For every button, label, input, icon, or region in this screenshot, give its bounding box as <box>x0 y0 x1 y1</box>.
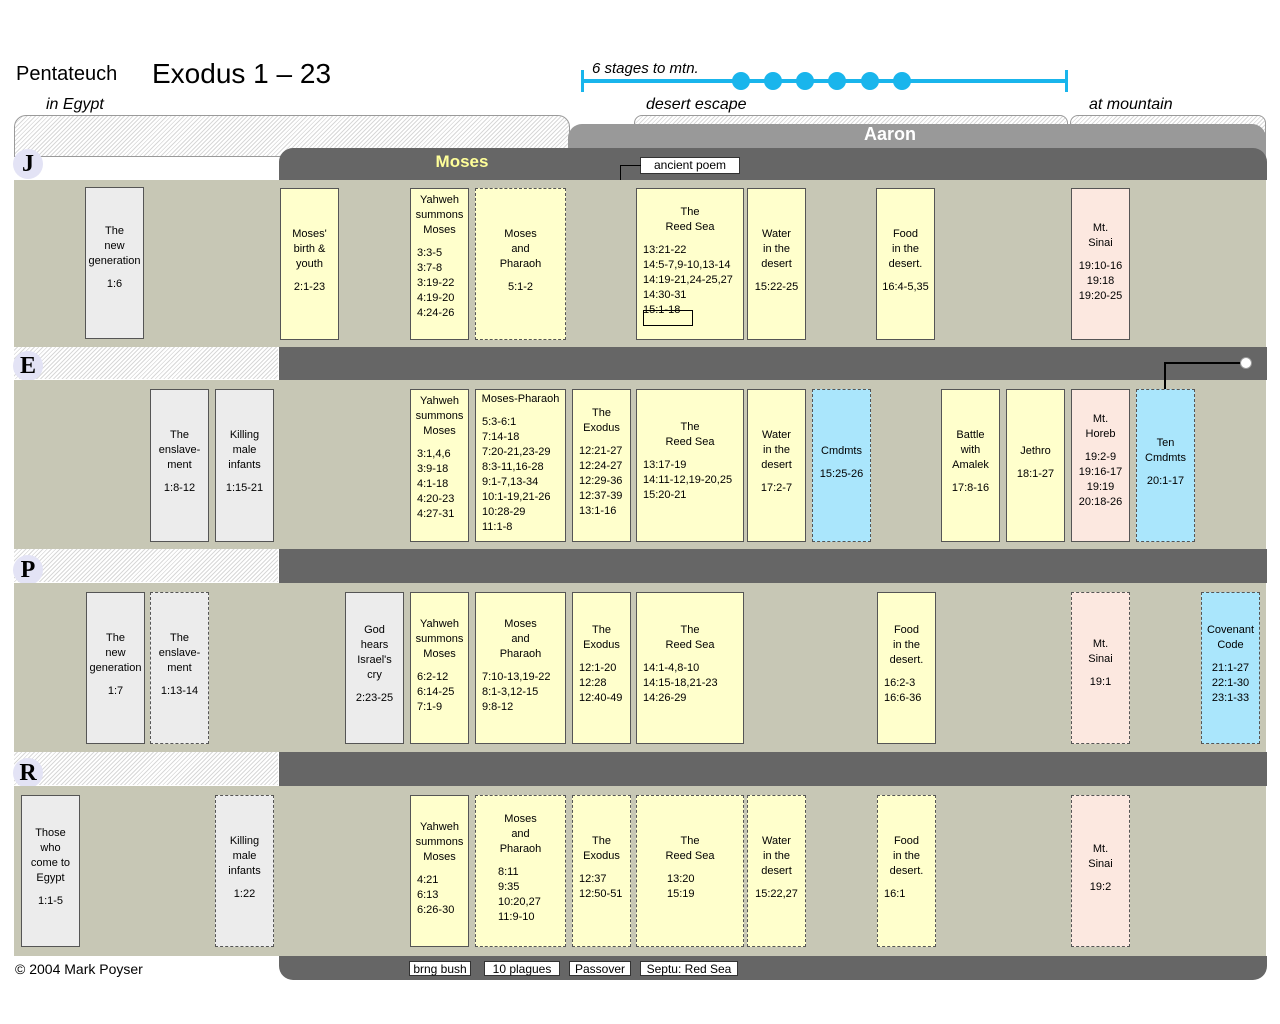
stage-dot <box>893 72 911 90</box>
p-header-hatch <box>14 549 278 582</box>
stages-label: 6 stages to mtn. <box>592 60 699 77</box>
source-badge-r: R <box>13 758 43 788</box>
stage-dot <box>828 72 846 90</box>
series-title: Pentateuch <box>16 63 118 85</box>
stage-dot <box>764 72 782 90</box>
region-desert: desert escape <box>646 96 747 113</box>
card-p-food-desert: Food in the desert.16:2-3 16:6-36 <box>877 592 936 744</box>
e-header-hatch <box>14 347 278 379</box>
source-badge-e: E <box>13 351 43 381</box>
moses-label: Moses <box>435 152 489 171</box>
footer-label-bush: brng bush <box>409 961 471 976</box>
ancient-poem-label: ancient poem <box>640 157 740 174</box>
footer-label-plagues: 10 plagues <box>484 961 560 976</box>
stage-dot <box>796 72 814 90</box>
p-header-bar <box>279 549 1267 583</box>
source-badge-j: J <box>13 149 43 179</box>
poem-connector <box>620 165 641 166</box>
card-r-food-desert: Food in the desert.16:1 <box>877 795 936 947</box>
stages-line <box>582 79 1068 83</box>
moses-bar <box>279 148 1267 180</box>
r-header-hatch <box>14 752 278 785</box>
aaron-label: Aaron <box>863 124 916 144</box>
stages-line-cap-right <box>1065 70 1068 92</box>
r-header-bar <box>279 752 1267 786</box>
footer-label-septu: Septu: Red Sea <box>640 961 738 976</box>
card-j-food-desert: Food in the desert.16:4-5,35 <box>876 188 935 340</box>
region-mountain: at mountain <box>1089 96 1173 113</box>
copyright: © 2004 Mark Poyser <box>15 961 143 977</box>
e-header-bar <box>279 347 1267 380</box>
page-title: Exodus 1 – 23 <box>152 58 332 89</box>
connector-dot <box>1240 357 1252 369</box>
stage-dot <box>732 72 750 90</box>
source-badge-p: P <box>13 555 43 585</box>
ten-cmdmts-connector <box>1164 362 1244 364</box>
footer-label-passover: Passover <box>569 961 631 976</box>
stage-dot <box>861 72 879 90</box>
stages-line-cap-left <box>581 70 584 92</box>
ancient-poem-ref-box <box>643 310 693 326</box>
ten-cmdmts-connector <box>1164 362 1166 390</box>
region-egypt: in Egypt <box>46 96 104 113</box>
